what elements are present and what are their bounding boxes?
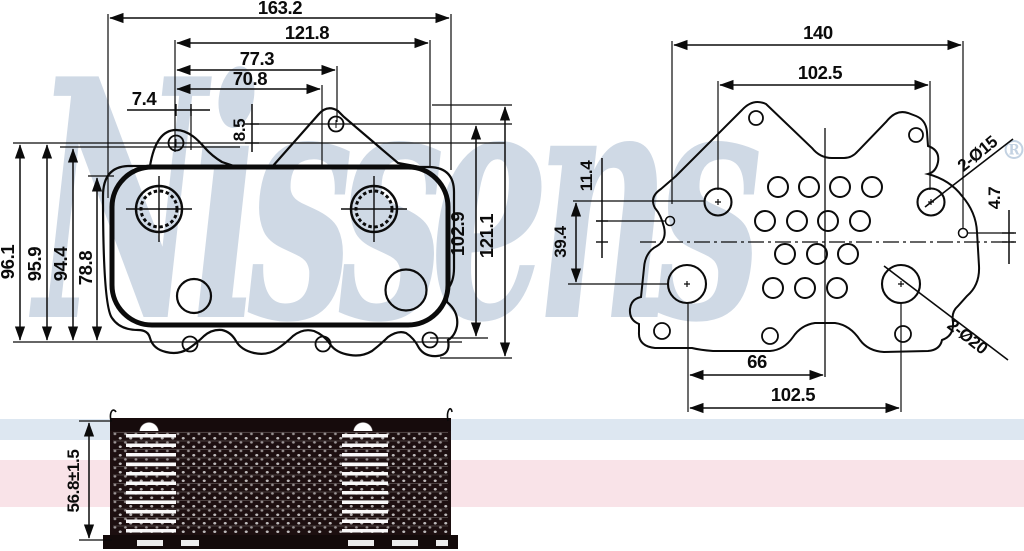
dim-label-102-5-top: 102.5 [798,62,842,83]
dim-label-96-1: 96.1 [0,245,18,280]
back-view-extension-lines [568,41,1014,412]
dim-label-102-9: 102.9 [447,212,468,256]
dim-label-102-5-bottom: 102.5 [771,384,815,405]
back-view-outline [628,101,981,354]
dim-label-95-9: 95.9 [24,247,45,282]
core-plate-stripes-left [126,434,176,533]
dim-label-8-5: 8.5 [230,119,249,141]
side-view-dimension [79,408,453,541]
front-view-dimension-lines [14,12,511,357]
dim-label-56-8: 56.8±1.5 [64,450,83,513]
dim-label-140: 140 [803,22,833,43]
back-view-oil-holes-cluster [754,176,883,299]
dim-label-163-2: 163.2 [258,0,302,18]
front-view-extension-lines [13,14,512,359]
core-top-plate [110,418,451,431]
side-view-core [103,418,458,549]
dim-label-70-8: 70.8 [233,68,268,89]
dim-label-11-4: 11.4 [577,160,596,191]
dim-label-121-8: 121.8 [285,22,329,43]
dim-label-78-8: 78.8 [75,251,96,286]
dim-label-77-3: 77.3 [240,48,275,69]
dim-label-66: 66 [747,351,767,372]
front-view-ports [126,176,428,315]
dim-label-7-4: 7.4 [132,88,158,109]
back-view-dimension-lines [570,39,1016,414]
back-view-centerlines [640,128,1014,377]
dim-label-39-4: 39.4 [551,225,570,257]
label-holes-2-d20: 2-Ø20 [944,315,991,358]
core-base-dashes [348,540,448,546]
core-base-dashes [137,540,199,546]
front-view-outline [101,107,459,358]
core-plate-stripes-right [342,434,388,533]
dim-label-94-4: 94.4 [50,246,71,282]
dim-label-121-1: 121.1 [476,214,497,258]
dim-label-4-7: 4.7 [985,187,1004,209]
